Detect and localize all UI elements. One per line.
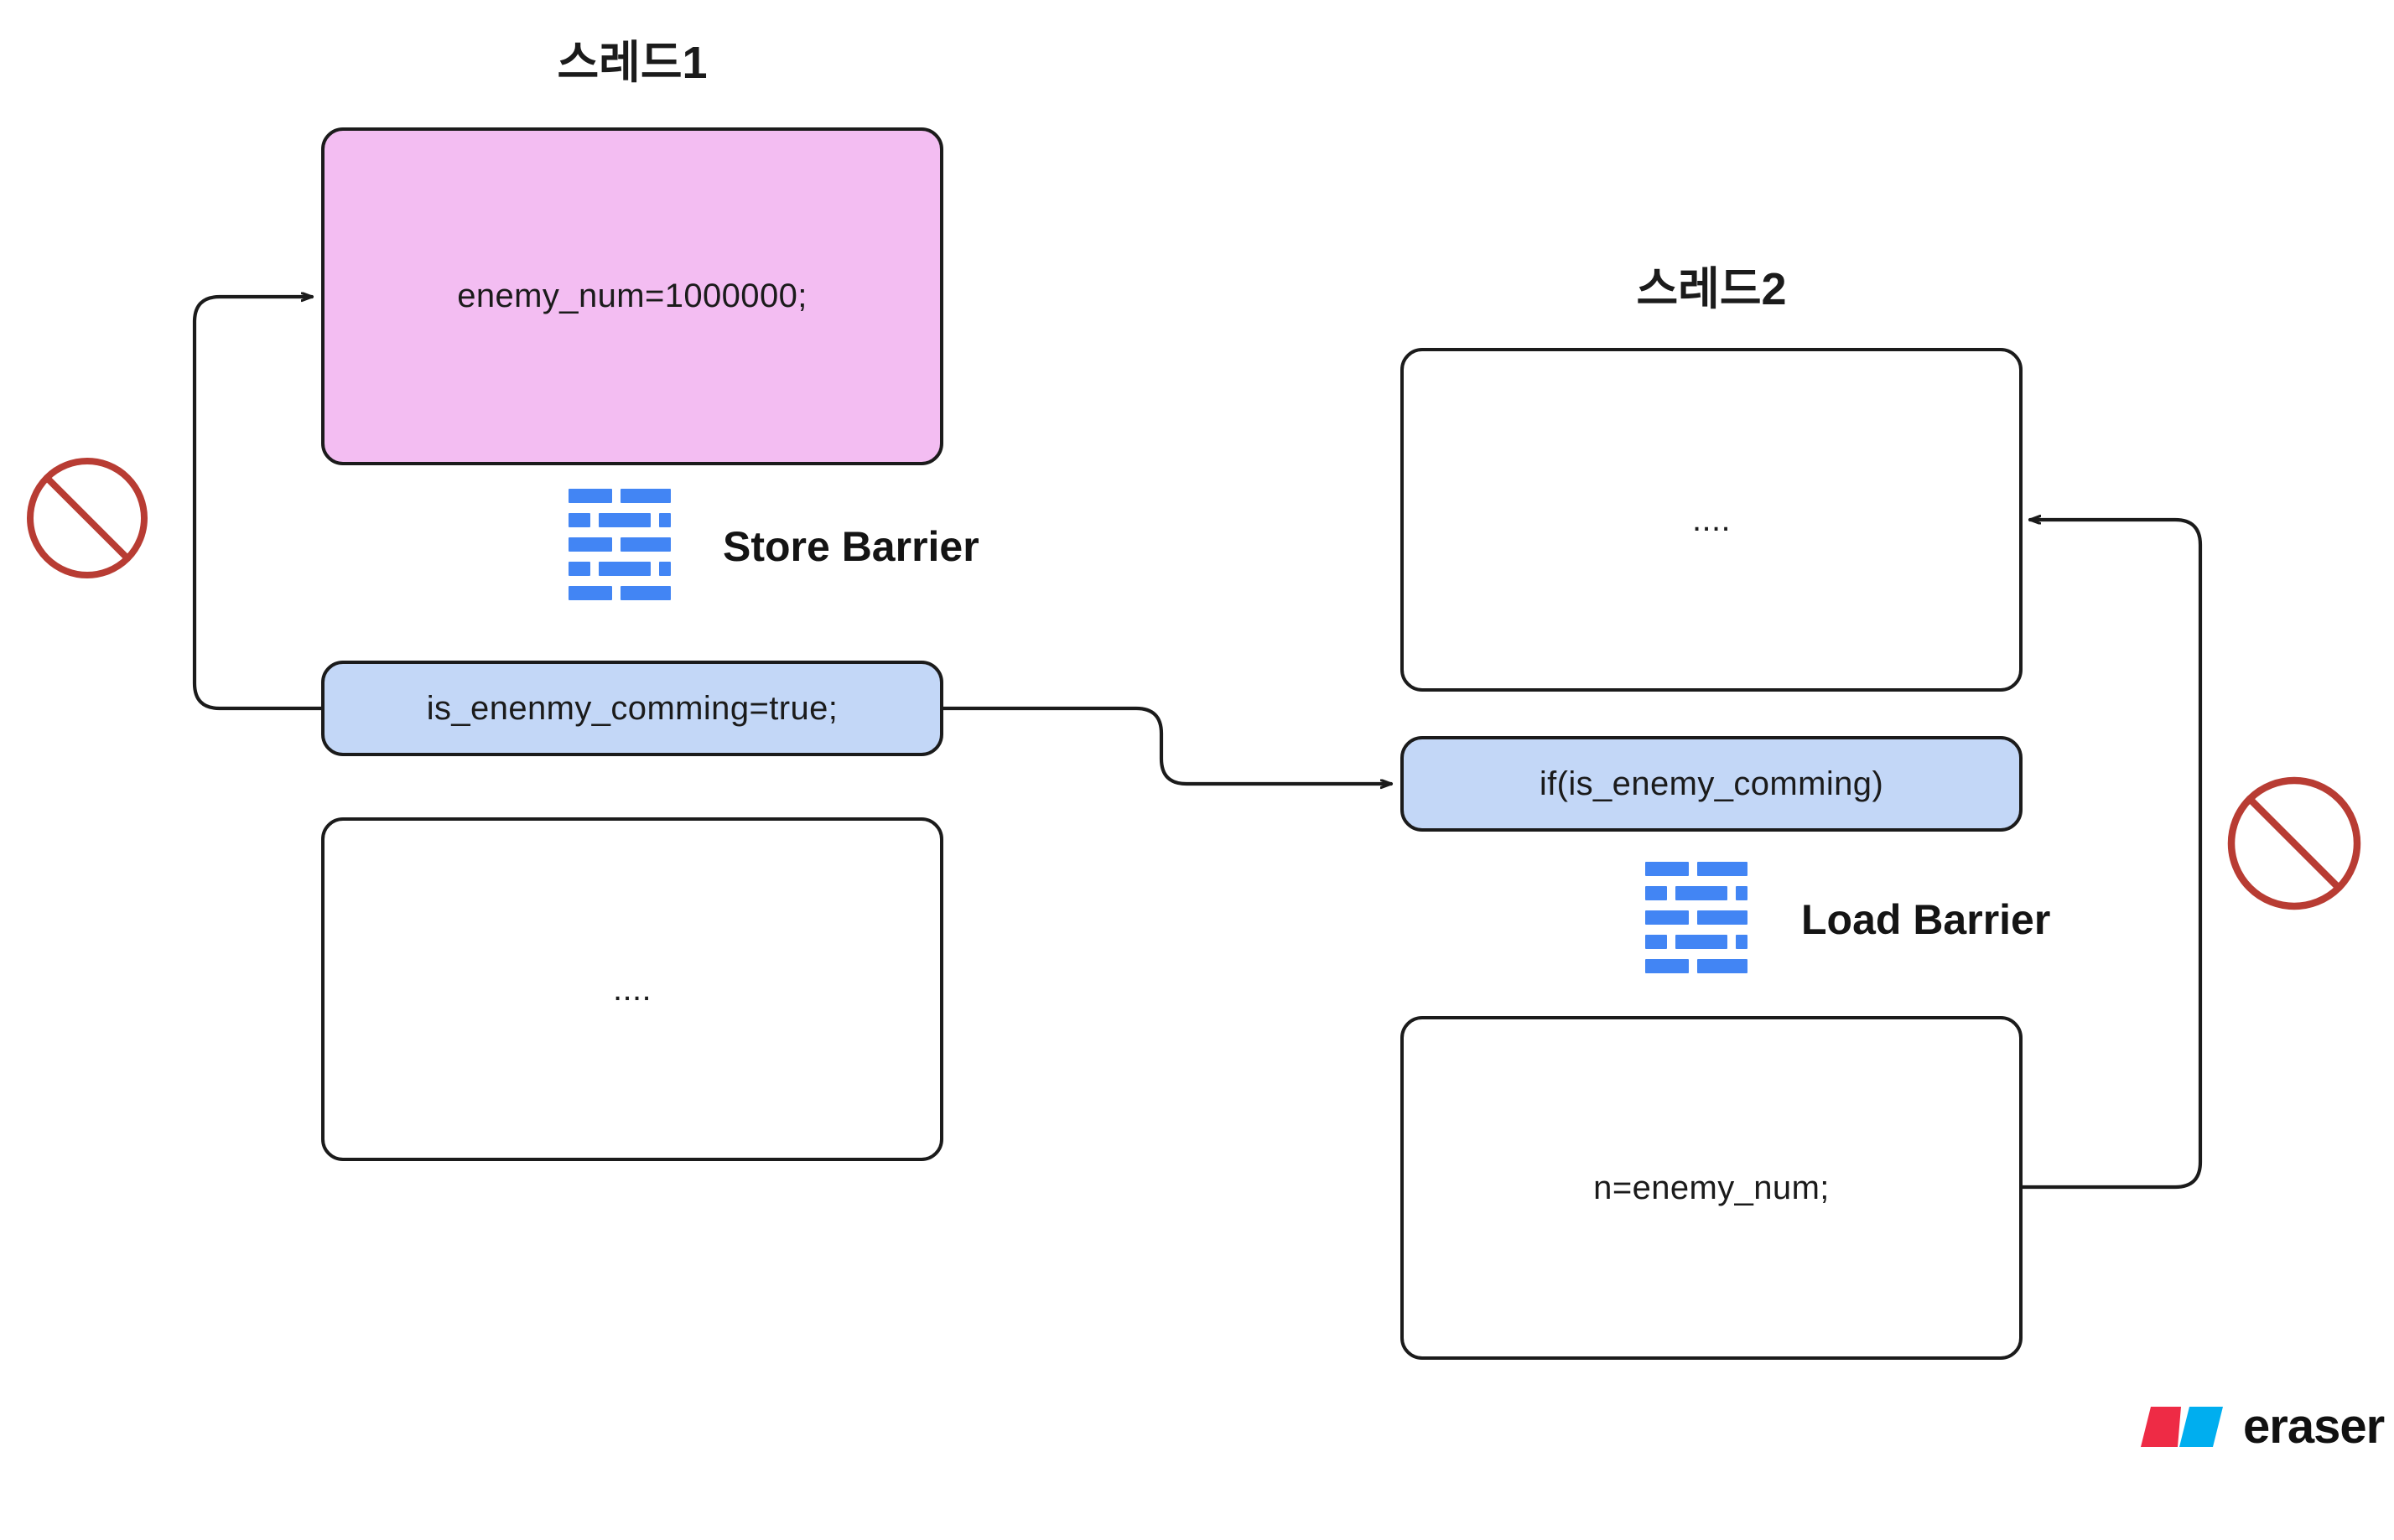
edge-reorder-thread1: [192, 297, 324, 711]
node-thread1-rest[interactable]: ....: [321, 817, 943, 1161]
eraser-logo-text: eraser: [2243, 1399, 2385, 1454]
eraser-logo-icon: [2141, 1407, 2223, 1447]
node-label: enemy_num=1000000;: [457, 277, 808, 314]
lane-title-thread2: 스레드2: [1636, 264, 1787, 314]
lane-title-thread1: 스레드1: [557, 38, 708, 88]
edge-thread1-to-thread2: [941, 706, 1394, 784]
store-barrier-label: Store Barrier: [723, 523, 979, 570]
prohibition-icon: [27, 458, 148, 578]
node-label: ....: [1691, 500, 1732, 538]
brick-wall-icon: [569, 489, 671, 600]
node-label: ....: [612, 970, 652, 1008]
node-if-enemy-comming[interactable]: if(is_enemy_comming): [1400, 736, 2023, 832]
brick-wall-icon: [1645, 862, 1747, 973]
prohibition-icon: [2227, 776, 2361, 910]
node-thread2-rest[interactable]: ....: [1400, 348, 2023, 692]
node-read-enemy-num[interactable]: n=enemy_num;: [1400, 1016, 2023, 1360]
node-label: if(is_enemy_comming): [1539, 765, 1884, 802]
eraser-logo[interactable]: eraser: [2141, 1399, 2385, 1454]
node-enemy-num-assign[interactable]: enemy_num=1000000;: [321, 127, 943, 465]
node-label: n=enemy_num;: [1593, 1169, 1830, 1206]
node-label: is_enenmy_comming=true;: [426, 689, 839, 727]
node-is-enemy-comming-set[interactable]: is_enenmy_comming=true;: [321, 661, 943, 756]
edge-reorder-thread2: [2018, 520, 2203, 1190]
load-barrier-label: Load Barrier: [1801, 896, 2051, 943]
